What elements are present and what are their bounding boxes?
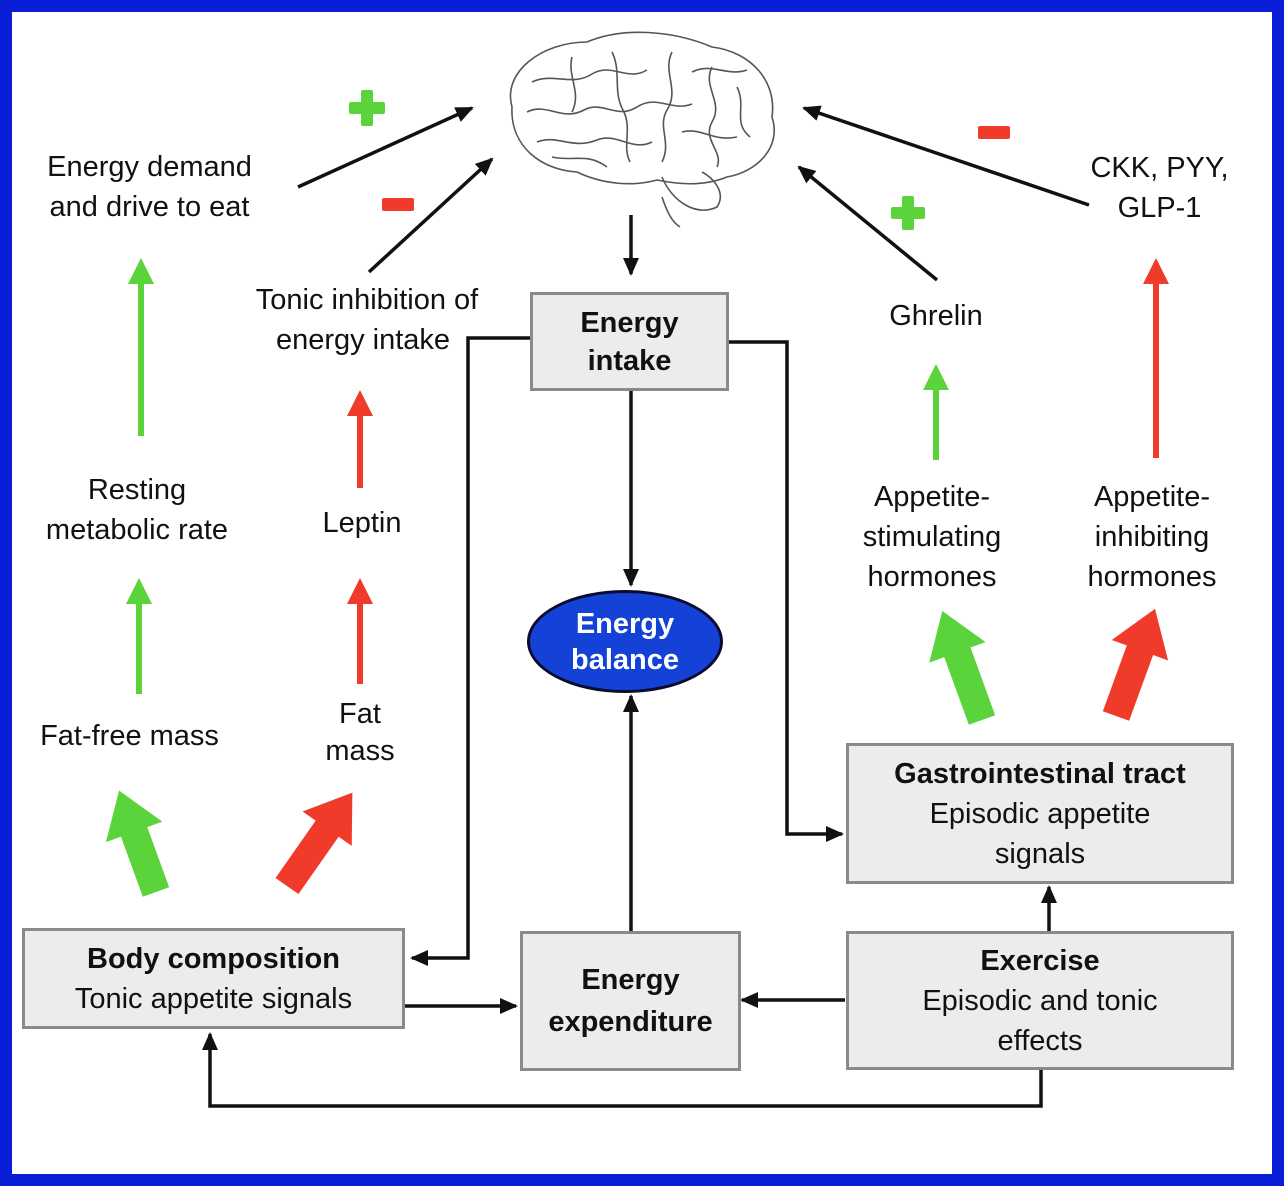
energy-balance-oval: Energy balance	[527, 590, 723, 693]
appetite-stimulating-line1: Appetite-	[873, 481, 991, 513]
ghrelin-label: Ghrelin	[889, 300, 983, 332]
arrow-intake-to-gi	[729, 340, 844, 842]
fat-mass-line1: Fat	[339, 698, 381, 730]
fat-mass-line2: mass	[325, 735, 395, 767]
plus-sign-ghrelin	[891, 196, 925, 230]
gi-tract-subtitle-line2: signals	[994, 837, 1086, 870]
fat-mass-label: Fat mass	[310, 696, 410, 770]
appetite-stimulating-label: Appetite- stimulating hormones	[847, 477, 1017, 597]
body-composition-title: Body composition	[87, 942, 340, 975]
appetite-stimulating-line3: hormones	[867, 561, 997, 593]
block-arrow-green-right	[929, 610, 996, 725]
minus-sign-cck	[978, 126, 1010, 139]
appetite-inhibiting-label: Appetite- inhibiting hormones	[1072, 477, 1232, 597]
energy-intake-box: Energy intake	[530, 292, 729, 391]
arrow-exercise-to-body	[202, 1032, 1043, 1108]
energy-demand-line1: Energy demand	[47, 151, 252, 183]
appetite-inhibiting-line3: hormones	[1087, 561, 1217, 593]
energy-balance-line2: balance	[571, 643, 679, 676]
energy-expenditure-line1: Energy	[581, 964, 680, 996]
diagram-frame: Energy intake Energy balance Body compos…	[12, 12, 1272, 1174]
gi-tract-box: Gastrointestinal tract Episodic appetite…	[846, 743, 1234, 884]
energy-intake-line1: Energy	[580, 306, 679, 339]
brain-icon	[509, 31, 775, 228]
arrow-demand-to-brain	[297, 106, 474, 189]
arrow-ghrelin-to-brain	[797, 165, 939, 282]
block-arrow-red-right	[1102, 608, 1169, 721]
resting-metabolic-line1: Resting	[87, 474, 187, 506]
body-composition-box: Body composition Tonic appetite signals	[22, 928, 405, 1029]
appetite-inhibiting-line1: Appetite-	[1093, 481, 1211, 513]
connector-arrows	[202, 105, 1090, 1108]
appetite-stimulating-line2: stimulating	[862, 521, 1002, 553]
arrow-cck-to-brain	[802, 105, 1090, 207]
diagram-canvas	[105, 31, 1169, 1108]
resting-metabolic-line2: metabolic rate	[45, 514, 229, 546]
energy-expenditure-box: Energy expenditure	[520, 931, 741, 1071]
appetite-inhibiting-line2: inhibiting	[1094, 521, 1210, 553]
tonic-inhibition-label: Tonic inhibition of energy intake	[242, 280, 492, 360]
energy-demand-line2: and drive to eat	[49, 191, 250, 223]
exercise-subtitle-line1: Episodic and tonic	[922, 984, 1158, 1017]
exercise-title: Exercise	[980, 944, 1100, 977]
tonic-inhibition-line2: energy intake	[275, 324, 451, 356]
fat-free-mass-label: Fat-free mass	[40, 720, 219, 752]
energy-balance-line1: Energy	[575, 607, 675, 640]
block-arrow-green-left	[105, 790, 170, 897]
gi-tract-title: Gastrointestinal tract	[894, 757, 1186, 790]
arrow-inhibition-to-brain	[367, 157, 494, 274]
minus-sign-tonic-inhibition	[382, 198, 414, 211]
exercise-box: Exercise Episodic and tonic effects	[846, 931, 1234, 1070]
exercise-subtitle-line2: effects	[997, 1024, 1083, 1057]
cck-label: CKK, PYY, GLP-1	[1082, 148, 1237, 228]
arrow-intake-to-body	[410, 336, 530, 966]
leptin-label: Leptin	[322, 507, 402, 539]
body-composition-subtitle: Tonic appetite signals	[74, 982, 353, 1015]
block-arrow-red-left	[275, 792, 353, 895]
thin-green-arrows	[126, 258, 949, 694]
cck-line2: GLP-1	[1117, 192, 1202, 224]
resting-metabolic-label: Resting metabolic rate	[27, 470, 247, 550]
thin-red-arrows	[347, 258, 1169, 684]
energy-demand-label: Energy demand and drive to eat	[32, 147, 267, 227]
energy-expenditure-line2: expenditure	[548, 1006, 713, 1038]
cck-line1: CKK, PYY,	[1090, 152, 1229, 184]
tonic-inhibition-line1: Tonic inhibition of	[255, 284, 479, 316]
energy-intake-line2: intake	[587, 344, 672, 377]
plus-sign-energy-demand	[349, 90, 385, 126]
gi-tract-subtitle-line1: Episodic appetite	[929, 797, 1151, 830]
